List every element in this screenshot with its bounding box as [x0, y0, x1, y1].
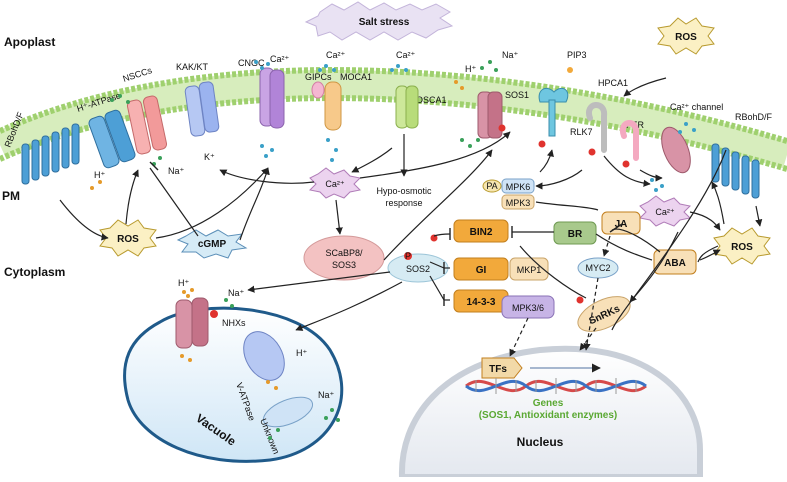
sos2-p-label: P [405, 251, 411, 261]
ros-left-label: ROS [117, 234, 139, 245]
moca1-label: MOCA1 [340, 72, 372, 82]
osca1-label: OSCA1 [416, 95, 447, 105]
pm-label: PM [2, 189, 20, 203]
sos1-antiporter: H⁺ Na⁺ SOS1 [465, 50, 529, 139]
cgmp-label: cGMP [198, 239, 227, 250]
inhibition-lines [429, 233, 451, 301]
pathway-arrows [59, 77, 763, 331]
rlk7-receptor: PIP3 RLK7 [538, 50, 593, 148]
kak-kt-transporter: KAK/KT K⁺ [176, 62, 220, 162]
scabp8-line2: SOS3 [332, 260, 356, 270]
k-ion-label: K⁺ [204, 152, 215, 162]
gi-node: GI [453, 257, 509, 281]
hypo-osmotic-line2: response [385, 198, 422, 208]
cngc-channel: CNGC Ca²⁺ [238, 54, 290, 129]
dashed-arrows [509, 235, 611, 357]
ros-right-burst: ROS [713, 227, 771, 265]
ros-top-label: ROS [675, 32, 697, 43]
kak-kt-label: KAK/KT [176, 62, 209, 72]
bin2-node: BIN2 [430, 219, 509, 243]
apoplast-label: Apoplast [4, 35, 55, 49]
mpk36-label: MPK3/6 [512, 303, 544, 313]
genes-title: Genes [533, 398, 564, 409]
cngc-ca-label: Ca²⁺ [270, 54, 290, 64]
fer-receptor: FER [619, 120, 645, 168]
osca1-ca-label: Ca²⁺ [396, 50, 416, 60]
mpk3-label: MPK3 [506, 198, 531, 208]
dna-helix [465, 363, 647, 394]
ca-channel: Ca²⁺ channel [661, 102, 723, 174]
moca1-protein: Ca²⁺ GIPCs MOCA1 [305, 50, 372, 131]
nhxs-label: NHXs [222, 318, 246, 328]
p1433-label: 14-3-3 [467, 297, 496, 308]
ros-right-label: ROS [731, 242, 753, 253]
mpk-cluster: PA MPK6 MPK3 [482, 178, 535, 210]
salt-stress-label: Salt stress [359, 17, 410, 28]
myc2-node: MYC2 [577, 257, 619, 279]
myc2-label: MYC2 [585, 263, 610, 273]
ca-right-label: Ca²⁺ [655, 207, 675, 217]
mpk6-label: MPK6 [506, 182, 531, 192]
nhxs-exchanger: H⁺ Na⁺ NHXs [175, 278, 246, 349]
nucleus-label: Nucleus [517, 435, 564, 449]
ros-left-burst: ROS [99, 219, 157, 257]
rlk7-label: RLK7 [570, 127, 593, 137]
ca-right-burst: Ca²⁺ [638, 195, 692, 227]
rbohd-right-label: RBohD/F [735, 112, 773, 122]
ca-center-burst: Ca²⁺ [308, 167, 362, 199]
cytoplasm-label: Cytoplasm [4, 265, 65, 279]
h-ion-label: H⁺ [94, 170, 105, 180]
hpca1-label: HPCA1 [598, 78, 628, 88]
mkp1-label: MKP1 [517, 265, 542, 275]
nhxs-na-label: Na⁺ [228, 288, 245, 298]
cgmp-burst: cGMP [176, 229, 248, 259]
scabp8-line1: SCaBP8/ [325, 248, 363, 258]
osca1-channel: Ca²⁺ OSCA1 [395, 50, 447, 129]
gi-label: GI [476, 265, 487, 276]
tfs-node: TFs [481, 357, 523, 379]
salt-stress-burst: Salt stress [304, 1, 454, 41]
ros-top-burst: ROS [657, 17, 715, 55]
scabp8-node: SCaBP8/ SOS3 [303, 235, 385, 281]
bin2-label: BIN2 [470, 227, 493, 238]
sos2-node: SOS2 P [387, 251, 449, 283]
br-label: BR [568, 229, 583, 240]
cngc-label: CNGC [238, 58, 265, 68]
br-node: BR [553, 221, 597, 245]
v-atpase-h-label: H⁺ [296, 348, 307, 358]
nsccs-label: NSCCs [122, 65, 154, 84]
unknown-na-label: Na⁺ [318, 390, 335, 400]
ca-center-label: Ca²⁺ [325, 179, 345, 189]
sos1-h-label: H⁺ [465, 64, 476, 74]
mkp1-node: MKP1 [509, 257, 549, 281]
hpca1-receptor: HPCA1 [586, 78, 628, 156]
gipcs-label: GIPCs [305, 72, 332, 82]
hypo-osmotic-line1: Hypo-osmotic [376, 186, 432, 196]
moca1-ca-label: Ca²⁺ [326, 50, 346, 60]
pa-label: PA [486, 181, 497, 191]
nhxs-h-label: H⁺ [178, 278, 189, 288]
rbohd-right-protein: RBohD/F [711, 112, 773, 199]
nsccs-na-label: Na⁺ [168, 166, 185, 176]
snrks-node: SnRKs [576, 296, 631, 332]
ca-channel-label: Ca²⁺ channel [670, 102, 723, 112]
vacuole: Vacuole [123, 306, 344, 463]
genes-subtitle: (SOS1, Antioxidant enzymes) [479, 410, 618, 421]
ja-node: JA [601, 211, 641, 235]
mpk36-node: MPK3/6 [501, 295, 555, 319]
tfs-label: TFs [489, 364, 507, 375]
sos2-label: SOS2 [406, 264, 430, 274]
sos1-label: SOS1 [505, 90, 529, 100]
sos1-na-label: Na⁺ [502, 50, 519, 60]
pip3-label: PIP3 [567, 50, 587, 60]
aba-label: ABA [664, 258, 686, 269]
ion-dots [90, 60, 696, 440]
p1433-node: 14-3-3 [453, 289, 509, 313]
